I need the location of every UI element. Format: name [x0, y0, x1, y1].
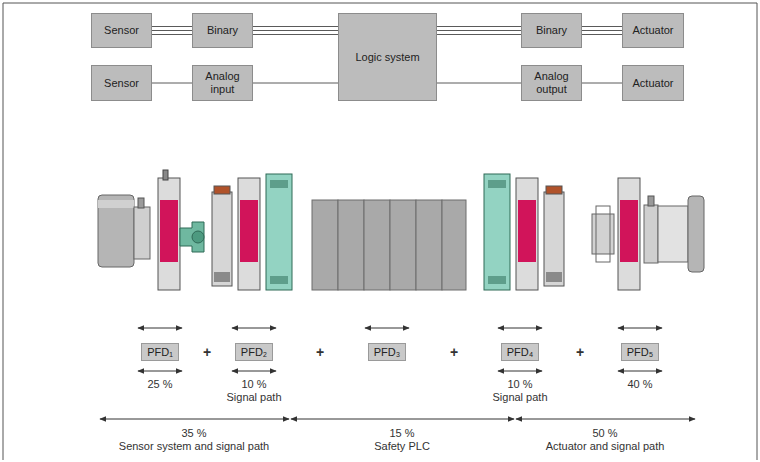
analog-signal-line: [253, 83, 338, 84]
box-label: PFD₅: [627, 346, 653, 359]
pfd-box: PFD₂: [235, 343, 273, 361]
box-label: Sensor: [104, 24, 139, 37]
section-name: Safety PLC: [374, 440, 430, 453]
percentage: 15 %: [389, 427, 414, 440]
binary-signal-line: [582, 27, 622, 35]
box-label: Binary: [207, 24, 238, 37]
box-label: Sensor: [104, 77, 139, 90]
pfd-box: PFD₁: [141, 343, 179, 361]
box-label: PFD₄: [507, 346, 534, 359]
plus-sign: +: [576, 344, 584, 360]
binary-signal-line: [152, 27, 192, 35]
logic-system-box: Logic system: [338, 13, 437, 101]
box-label: Actuator: [633, 24, 674, 37]
box-label: PFD₁: [147, 346, 173, 359]
frame: [3, 3, 757, 460]
input-isolator-modules: [212, 174, 292, 290]
section-name: Actuator and signal path: [546, 440, 665, 453]
span-arrows: [100, 328, 695, 419]
analog-input-box: Analog input: [192, 65, 253, 101]
box-label: Analog output: [524, 70, 579, 95]
pfd-box: PFD₃: [368, 343, 406, 361]
path-name: Signal path: [226, 391, 281, 404]
percentage: 50 %: [592, 427, 617, 440]
path-name: Signal path: [492, 391, 547, 404]
actuator-box: Actuator: [622, 65, 684, 101]
percentage: 25 %: [147, 378, 172, 391]
plus-sign: +: [450, 344, 458, 360]
safety-plc: [312, 200, 466, 290]
percentage: 40 %: [627, 378, 652, 391]
box-label: PFD₃: [374, 346, 400, 359]
box-label: Actuator: [633, 77, 674, 90]
box-label: PFD₂: [241, 346, 267, 359]
section-name: Sensor system and signal path: [119, 440, 269, 453]
percentage: 10 %: [507, 378, 532, 391]
binary-output-box: Binary: [521, 13, 582, 48]
percentage: 35 %: [181, 427, 206, 440]
analog-signal-line: [582, 83, 622, 84]
analog-signal-line: [152, 83, 192, 84]
plus-sign: +: [316, 344, 324, 360]
pfd-box: PFD₅: [621, 343, 659, 361]
sensor-box: Sensor: [91, 65, 152, 101]
box-label: Binary: [536, 24, 567, 37]
binary-signal-line: [253, 27, 338, 35]
actuator-device: [592, 178, 704, 290]
sensor-box: Sensor: [91, 13, 152, 48]
sensor-device: [98, 170, 204, 290]
analog-output-box: Analog output: [521, 65, 582, 101]
analog-signal-line: [437, 83, 521, 84]
output-isolator-modules: [484, 174, 564, 290]
binary-signal-line: [437, 27, 521, 35]
pfd-box: PFD₄: [501, 343, 539, 361]
box-label: Analog input: [195, 70, 250, 95]
percentage: 10 %: [241, 378, 266, 391]
actuator-box: Actuator: [622, 13, 684, 48]
plus-sign: +: [203, 344, 211, 360]
box-label: Logic system: [355, 51, 419, 64]
binary-input-box: Binary: [192, 13, 253, 48]
